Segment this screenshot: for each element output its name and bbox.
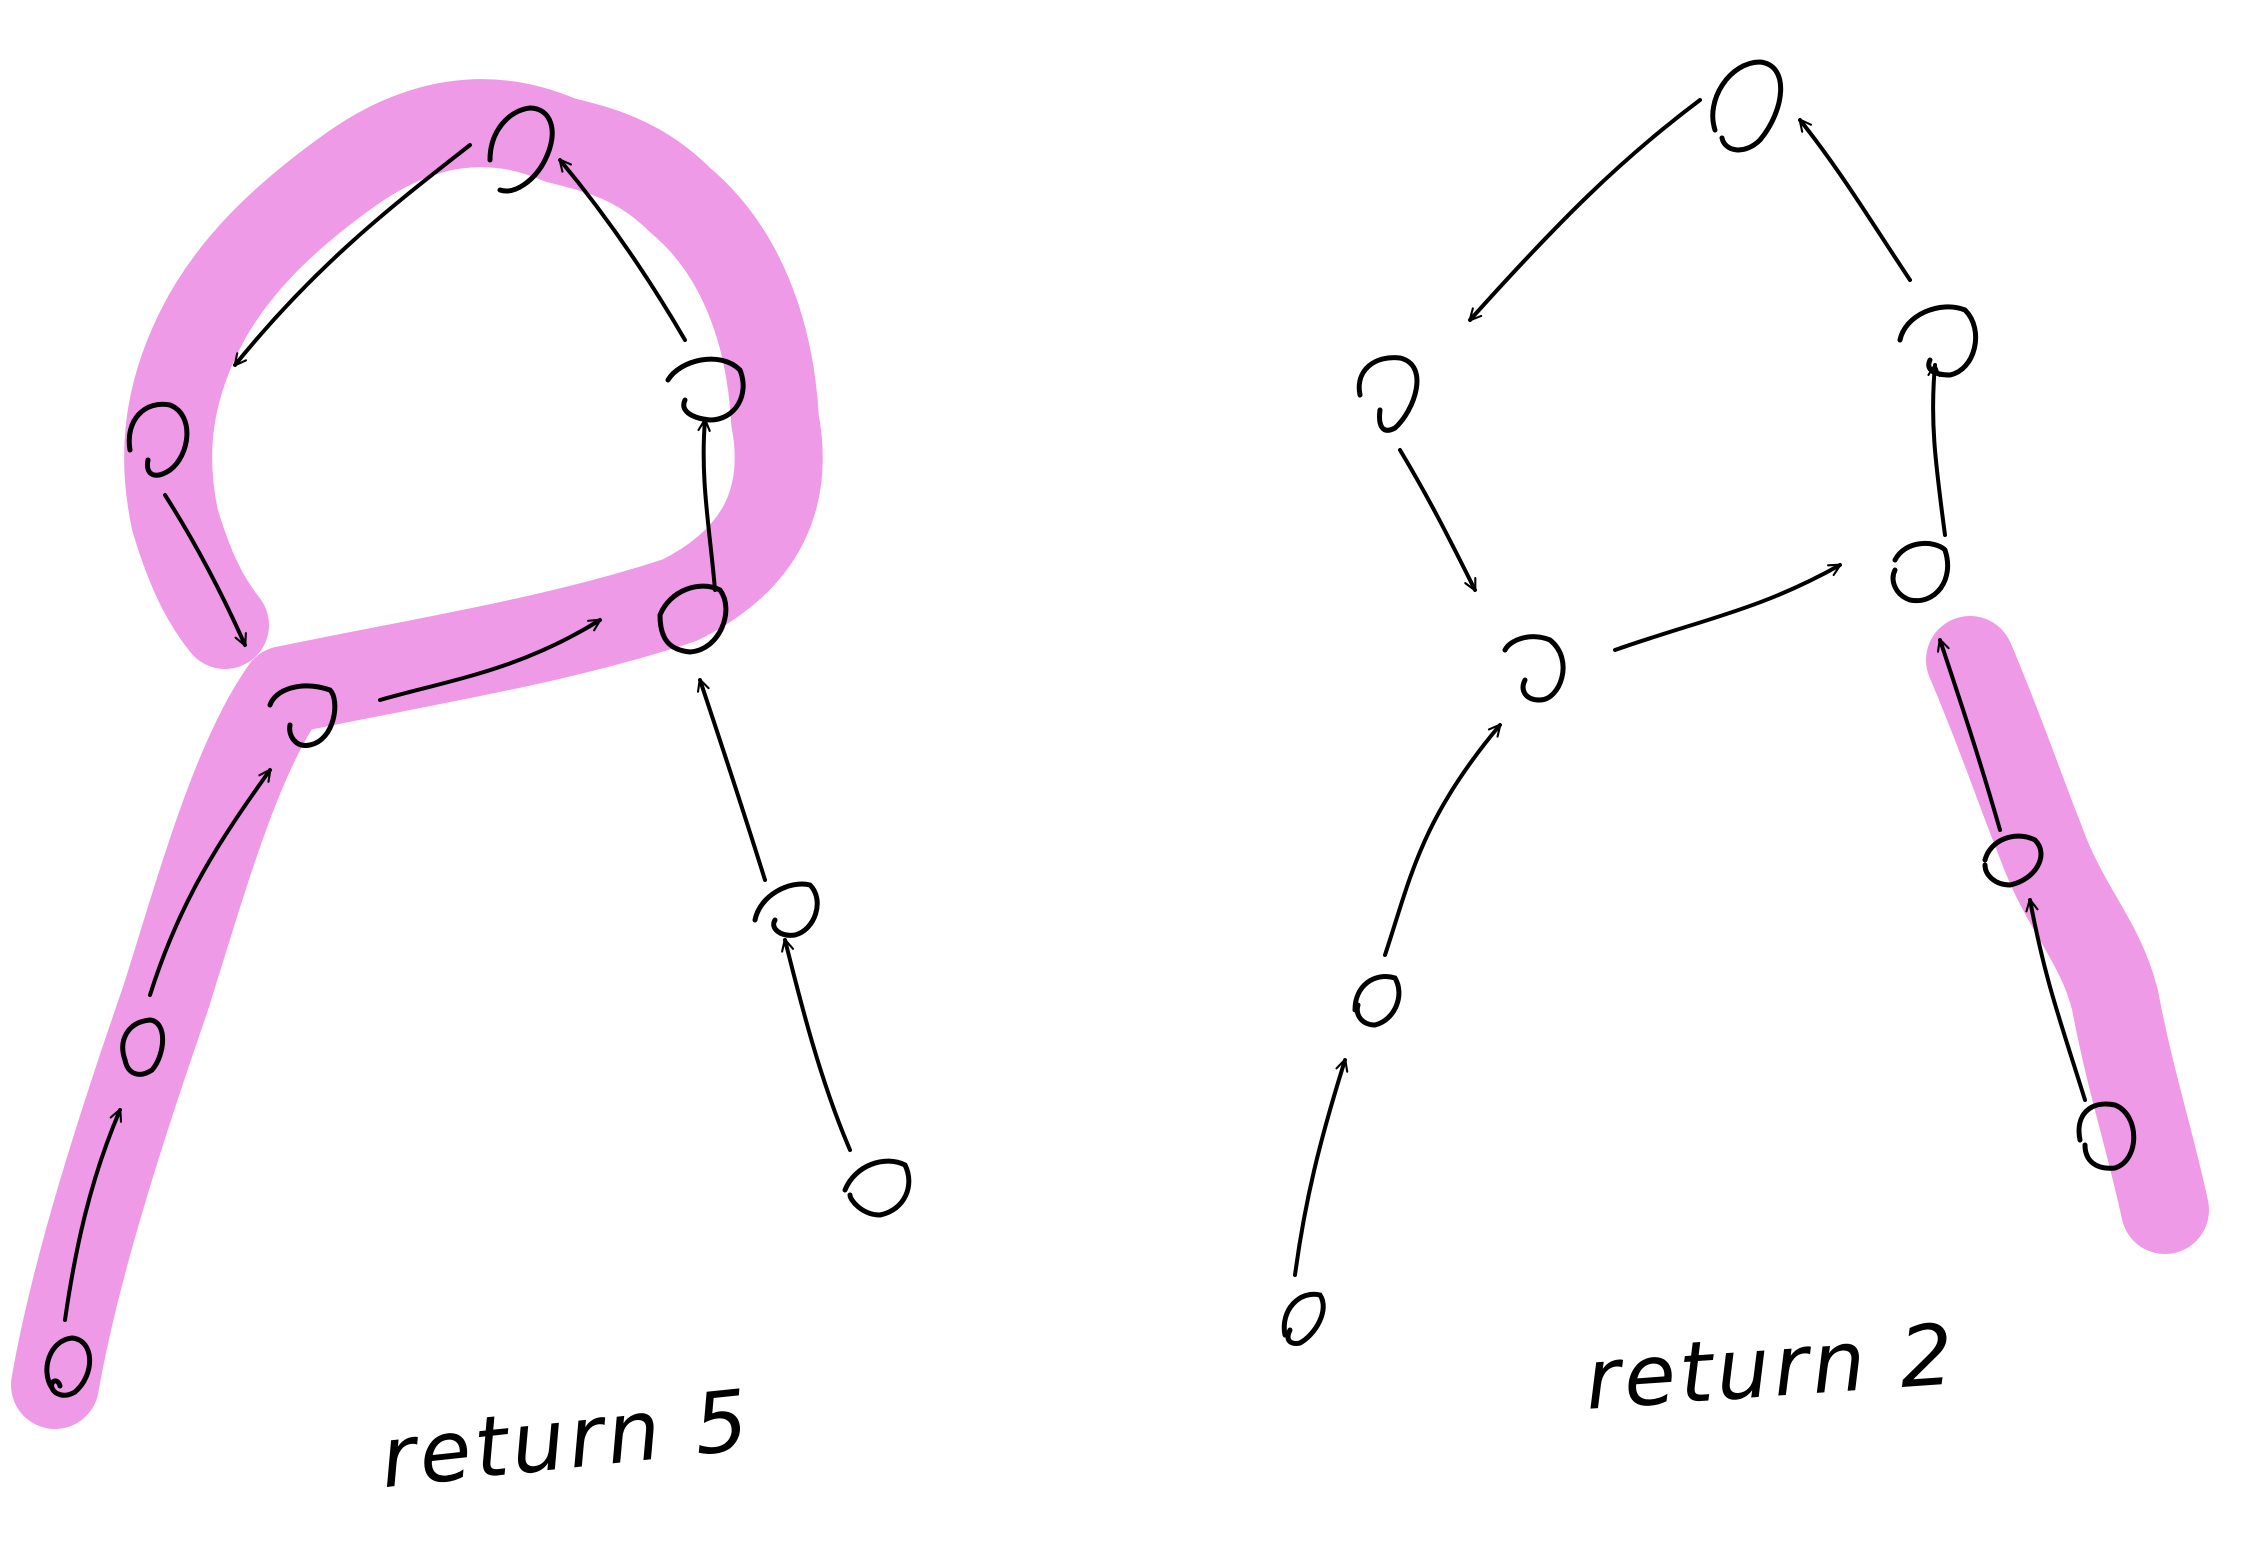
- left-node-e: [487, 105, 555, 194]
- left-node-f: [665, 356, 746, 423]
- left-edges: [63, 143, 852, 1322]
- left-node-j: [44, 1335, 93, 1398]
- left-edge-d-f: [696, 678, 767, 882]
- right-node-d: [1890, 540, 1951, 604]
- left-highlight-cycle: [124, 79, 823, 734]
- left-node-a: [126, 401, 190, 478]
- right-edges: [1293, 98, 2087, 1277]
- left-diagram: [11, 79, 912, 1429]
- left-nodes: [44, 105, 912, 1398]
- left-edge-i-h: [148, 768, 272, 997]
- left-node-g: [657, 583, 729, 655]
- right-node-b: [1356, 355, 1420, 433]
- right-edge-e-a: [1798, 118, 1912, 282]
- right-edge-g-f: [1293, 1058, 1349, 1277]
- right-node-c: [1502, 634, 1566, 703]
- left-edge-h-g: [378, 618, 602, 702]
- right-highlight-path: [1926, 616, 2209, 1254]
- right-nodes: [1281, 59, 2137, 1346]
- left-edge-j-i: [63, 1108, 123, 1322]
- left-edge-f-e: [558, 158, 687, 342]
- left-edge-g-f: [697, 418, 717, 592]
- left-highlight-path: [11, 79, 823, 1429]
- left-node-h: [267, 683, 338, 748]
- left-node-i: [120, 1017, 166, 1077]
- right-node-h: [2076, 1101, 2137, 1171]
- right-edge-i-d: [1936, 638, 2002, 832]
- left-edge-a-b: [163, 493, 247, 647]
- left-highlight-tail: [11, 646, 329, 1429]
- left-edge-e-a: [233, 143, 472, 367]
- right-edge-d-e: [1927, 363, 1947, 537]
- right-edge-c-d: [1613, 563, 1842, 652]
- right-edge-a-b: [1468, 98, 1702, 322]
- right-edge-h-i: [2025, 898, 2087, 1102]
- right-node-e: [1897, 304, 1979, 378]
- right-edge-f-c: [1383, 723, 1502, 957]
- right-edge-b-c: [1398, 448, 1477, 592]
- right-node-i: [1982, 833, 2044, 888]
- right-highlight-tail: [1926, 616, 2209, 1254]
- right-node-g: [1281, 1291, 1326, 1346]
- right-node-a: [1710, 59, 1784, 153]
- left-node-d: [752, 881, 820, 938]
- right-node-f: [1352, 974, 1402, 1028]
- left-node-k: [842, 1158, 912, 1218]
- left-edge-k-d: [781, 938, 852, 1152]
- right-diagram: [1281, 59, 2209, 1346]
